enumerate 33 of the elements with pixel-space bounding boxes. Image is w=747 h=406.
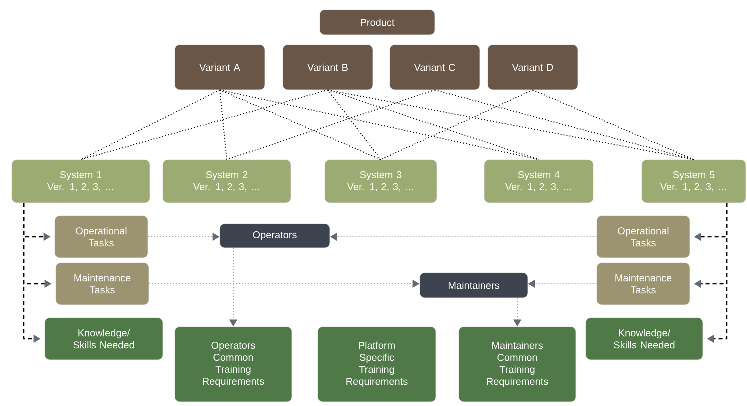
system-box: System 1 Ver. 1, 2, 3, … bbox=[12, 160, 150, 204]
requirement-box: Operators Common Training Requirements bbox=[174, 326, 292, 402]
system-box: System 4 Ver. 1, 2, 3, … bbox=[484, 160, 594, 204]
knowledge-box: Knowledge/ Skills Needed bbox=[586, 318, 704, 360]
system-box: System 5 Ver. 1, 2, 3, … bbox=[642, 160, 746, 204]
connector-line bbox=[80, 90, 328, 160]
requirement-box: Platform Specific Training Requirements bbox=[318, 326, 436, 402]
variant-box: Variant B bbox=[282, 44, 374, 90]
role-box: Maintainers bbox=[420, 272, 528, 298]
connector-line bbox=[328, 90, 540, 160]
connector-line bbox=[532, 90, 694, 160]
product-box: Product bbox=[320, 10, 436, 36]
role-box: Operators bbox=[220, 224, 330, 248]
connector-line bbox=[328, 90, 382, 160]
system-box: System 2 Ver. 1, 2, 3, … bbox=[162, 160, 292, 204]
knowledge-box: Knowledge/ Skills Needed bbox=[44, 318, 164, 360]
variant-box: Variant D bbox=[488, 44, 578, 90]
connector-line bbox=[80, 90, 220, 160]
system-box: System 3 Ver. 1, 2, 3, … bbox=[324, 160, 438, 204]
task-box: Operational Tasks bbox=[596, 216, 690, 258]
connector-line bbox=[328, 90, 694, 160]
variant-box: Variant C bbox=[390, 44, 480, 90]
task-box: Maintenance Tasks bbox=[56, 262, 150, 306]
connector-line bbox=[380, 90, 534, 160]
connector-line bbox=[226, 90, 436, 160]
variant-box: Variant A bbox=[174, 44, 266, 90]
task-box: Operational Tasks bbox=[54, 216, 148, 258]
connector-line bbox=[220, 90, 540, 160]
requirement-box: Maintainers Common Training Requirements bbox=[458, 326, 576, 402]
connector-line bbox=[220, 90, 382, 160]
connector-line bbox=[220, 90, 228, 160]
connector-line bbox=[434, 90, 694, 160]
task-box: Maintenance Tasks bbox=[596, 262, 690, 306]
